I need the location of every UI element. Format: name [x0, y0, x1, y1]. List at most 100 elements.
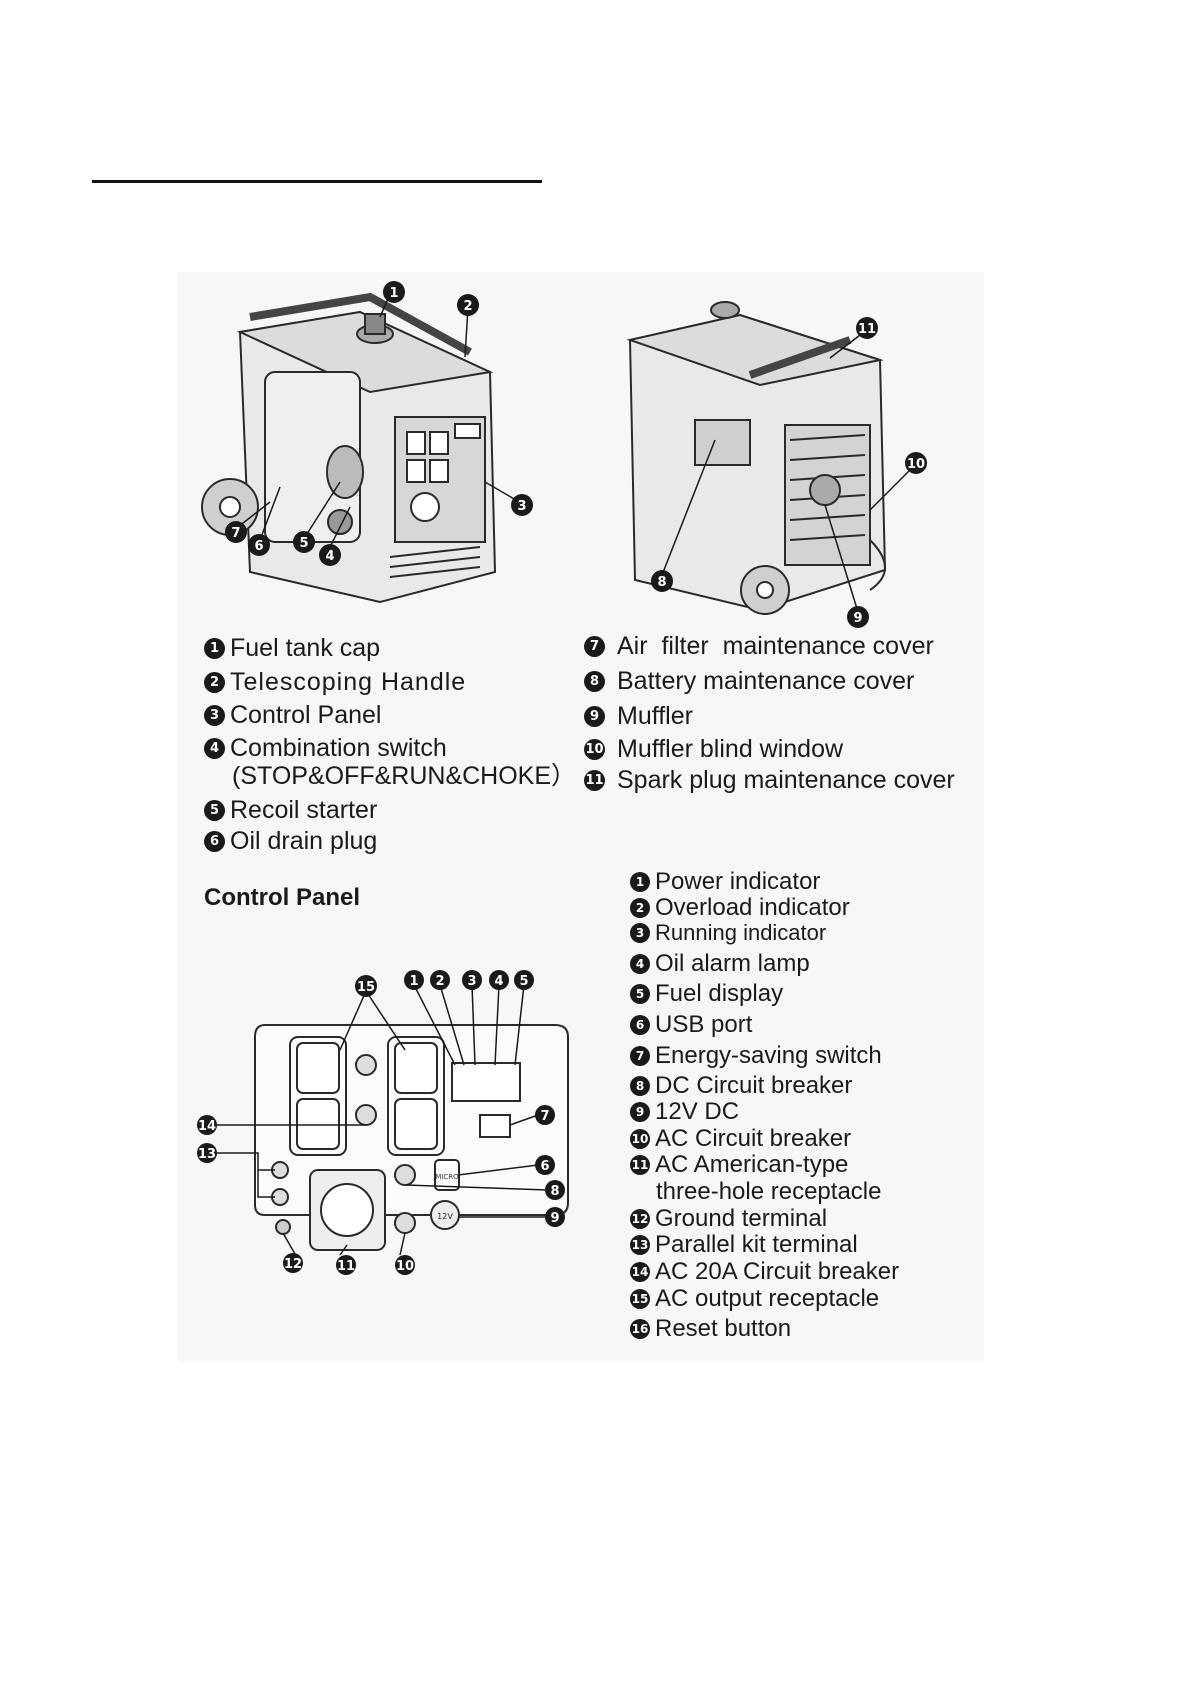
legend-text: Ground terminal: [655, 1205, 828, 1232]
svg-text:1: 1: [409, 974, 418, 989]
legend-text: Energy-saving switch: [655, 1042, 882, 1069]
control-panel-diagram: MICRO 12V 15 1 2 3 4 5 7 6 8 9 14 13 12 …: [197, 970, 569, 1275]
legend-item: 9 Muffler: [584, 704, 693, 729]
svg-text:6: 6: [254, 539, 263, 554]
svg-text:9: 9: [550, 1211, 559, 1226]
legend-text: Running indicator: [655, 920, 827, 945]
combination-switch-modes: (STOP&OFF&RUN&CHOKE）: [232, 762, 577, 790]
svg-text:13: 13: [198, 1147, 216, 1162]
number-badge: 9: [584, 706, 605, 727]
svg-text:7: 7: [231, 526, 240, 541]
section-rule: [92, 180, 542, 183]
legend-text: Oil drain plug: [230, 827, 378, 855]
legend-text: Recoil starter: [230, 796, 378, 824]
ac-receptacle-continuation: three-hole receptacle: [656, 1178, 882, 1205]
svg-text:12: 12: [284, 1257, 302, 1272]
svg-text:5: 5: [519, 974, 528, 989]
number-badge: 12: [630, 1209, 650, 1229]
svg-text:3: 3: [467, 974, 476, 989]
legend-item: 7 Air filter maintenance cover: [584, 634, 934, 659]
svg-text:5: 5: [299, 536, 308, 551]
svg-text:2: 2: [435, 974, 444, 989]
number-badge: 3: [630, 923, 650, 943]
number-badge: 4: [204, 738, 225, 759]
svg-text:14: 14: [198, 1119, 216, 1134]
legend-text: Parallel kit terminal: [655, 1231, 858, 1258]
number-badge: 11: [584, 770, 605, 791]
legend-text: Power indicator: [655, 868, 821, 895]
number-badge: 5: [630, 984, 650, 1004]
legend-text: Overload indicator: [655, 894, 850, 921]
svg-text:8: 8: [550, 1184, 559, 1199]
number-badge: 10: [630, 1129, 650, 1149]
legend-text: AC output receptacle: [655, 1285, 880, 1312]
svg-text:6: 6: [540, 1159, 549, 1174]
legend-text: Telescoping Handle: [230, 668, 467, 696]
number-badge: 7: [630, 1046, 650, 1066]
svg-text:1: 1: [389, 286, 398, 301]
number-badge: 7: [584, 636, 605, 657]
legend-text: Muffler blind window: [617, 735, 844, 763]
legend-text: AC American-type: [655, 1151, 849, 1178]
number-badge: 2: [204, 672, 225, 693]
number-badge: 3: [204, 705, 225, 726]
number-badge: 2: [630, 898, 650, 918]
number-badge: 13: [630, 1235, 650, 1255]
svg-text:10: 10: [396, 1259, 414, 1274]
svg-text:10: 10: [907, 457, 925, 472]
number-badge: 8: [630, 1076, 650, 1096]
number-badge: 9: [630, 1102, 650, 1122]
dc-label: 12V: [437, 1212, 453, 1221]
svg-text:9: 9: [853, 611, 862, 626]
generator-rear-diagram: 11 10 8 9: [626, 301, 927, 628]
legend-text: USB port: [655, 1011, 753, 1038]
legend-item: 10 Muffler blind window: [584, 737, 843, 762]
legend-text: 12V DC: [655, 1098, 740, 1125]
legend-text: Reset button: [655, 1315, 792, 1342]
svg-text:2: 2: [463, 299, 472, 314]
svg-text:8: 8: [657, 575, 666, 590]
number-badge: 11: [630, 1155, 650, 1175]
svg-text:11: 11: [337, 1259, 355, 1274]
svg-text:15: 15: [357, 980, 375, 995]
number-badge: 6: [204, 831, 225, 852]
legend-text: DC Circuit breaker: [655, 1072, 853, 1099]
number-badge: 6: [630, 1015, 650, 1035]
number-badge: 16: [630, 1319, 650, 1339]
legend-text: AC 20A Circuit breaker: [655, 1258, 900, 1285]
number-badge: 10: [584, 739, 605, 760]
legend-text: Air filter maintenance cover: [617, 632, 934, 660]
usb-label: MICRO: [435, 1173, 459, 1181]
legend-text: Muffler: [617, 702, 693, 730]
number-badge: 5: [204, 800, 225, 821]
number-badge: 1: [630, 872, 650, 892]
legend-text: Control Panel: [230, 701, 382, 729]
svg-text:3: 3: [517, 499, 526, 514]
legend-text: AC Circuit breaker: [655, 1125, 852, 1152]
svg-text:4: 4: [494, 974, 503, 989]
legend-text: Oil alarm lamp: [655, 950, 810, 977]
